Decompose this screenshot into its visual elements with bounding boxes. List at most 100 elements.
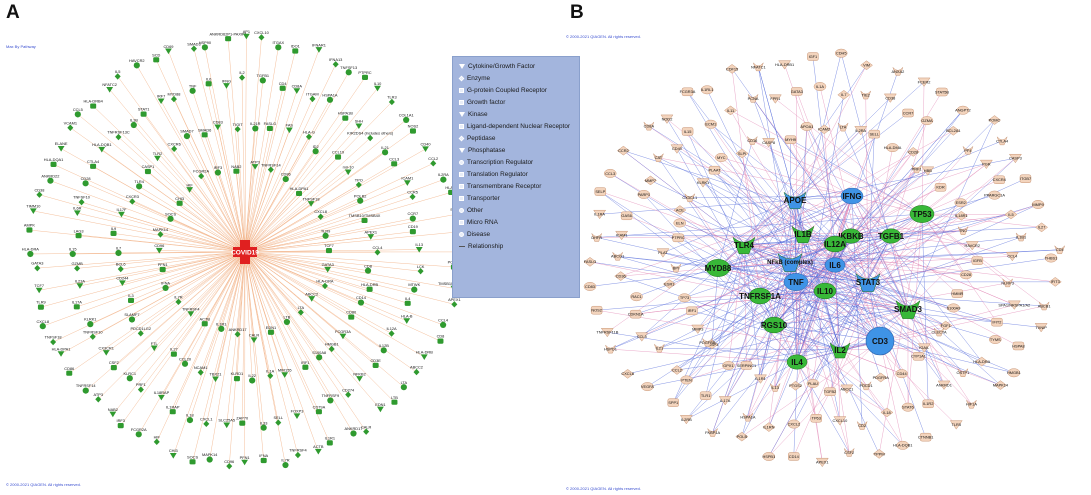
edge-a xyxy=(113,251,246,368)
edge-b xyxy=(824,290,982,362)
node-a-shape xyxy=(67,124,74,131)
node-b-label: ANGPT2 xyxy=(955,108,971,113)
node-b-label: HLA-DRA xyxy=(973,359,990,364)
node-b: IL1A xyxy=(813,82,827,91)
hub-node: IFNG xyxy=(840,187,864,205)
node-a-label: LTB xyxy=(391,395,398,400)
edge-b xyxy=(617,256,719,269)
edge-b xyxy=(627,308,909,375)
edge-a xyxy=(244,182,408,253)
edge-a xyxy=(244,77,366,253)
hub-shape xyxy=(865,326,895,356)
node-a: IL18 xyxy=(186,413,194,424)
hub-node: IL4 xyxy=(786,354,808,370)
node-a-shape xyxy=(89,333,96,340)
node-a-shape xyxy=(430,160,437,167)
node-a: TMSB10/TMSB4X xyxy=(349,213,381,224)
node-a: MIR155 xyxy=(278,367,292,378)
node-a-shape xyxy=(106,86,114,93)
node-a-shape xyxy=(364,267,372,274)
panel-b-corner-note: © 2000-2021 QIAGEN. All rights reserved. xyxy=(566,34,641,39)
hub-node: IL12A xyxy=(823,235,847,253)
edge-a xyxy=(244,125,360,253)
legend-label: Phosphatase xyxy=(468,146,506,154)
node-a: IL1R1 xyxy=(325,435,335,446)
node-a: LTB xyxy=(391,395,398,405)
node-b-shape xyxy=(1054,245,1065,255)
node-b: ITGB7 xyxy=(1019,174,1032,183)
node-a-shape xyxy=(348,314,355,320)
node-b-shape xyxy=(681,87,694,97)
node-a: GATA3 xyxy=(31,261,43,272)
node-a-shape xyxy=(201,132,208,138)
node-a-label: IL18RAP xyxy=(154,390,170,395)
node-a-label: CALR xyxy=(249,333,260,338)
edge-a xyxy=(244,200,361,253)
node-b: NLRP3 xyxy=(1001,278,1014,288)
node-a-shape xyxy=(175,298,182,306)
edge-a xyxy=(244,251,344,337)
node-b-shape xyxy=(614,271,628,281)
edge-b xyxy=(758,66,796,201)
edge-b xyxy=(717,140,753,269)
edge-a xyxy=(112,251,246,415)
node-a: HLA-DQA1 xyxy=(44,157,63,167)
node-a-shape xyxy=(314,448,322,455)
node-a: EDN1 xyxy=(375,402,386,413)
edge-a xyxy=(237,251,246,335)
node-b: IL21 xyxy=(654,344,665,353)
node-a-label: SMAD7 xyxy=(180,129,193,134)
node-a-label: SCD xyxy=(152,52,160,57)
node-a-label: ICAM1 xyxy=(401,175,413,180)
node-a: CD28 xyxy=(81,176,91,187)
node-a: TLR2 xyxy=(153,151,162,162)
node-b: SERPINC1 xyxy=(737,361,756,370)
panel-a-letter: A xyxy=(6,2,20,23)
node-a: PTPRC xyxy=(358,70,372,80)
node-a-shape xyxy=(76,283,84,289)
edge-a xyxy=(244,251,288,323)
node-a: TNFRSF10 xyxy=(83,329,103,340)
node-b: PPARGC1A xyxy=(984,190,1005,200)
edge-a xyxy=(244,251,306,368)
node-a-label: HIF xyxy=(187,182,194,187)
node-a-label: CTLA4 xyxy=(87,159,100,164)
node-b: TXNIP xyxy=(1034,323,1048,333)
node-b: CTNNB1 xyxy=(918,432,933,442)
node-a-shape xyxy=(37,304,44,310)
edge-b xyxy=(834,264,967,275)
node-a-label: NOS2 xyxy=(408,124,419,129)
node-a-shape xyxy=(381,149,389,156)
node-b: SLPI xyxy=(735,148,749,159)
edge-a xyxy=(244,251,349,395)
edge-b xyxy=(842,126,892,237)
node-a-shape xyxy=(275,44,282,51)
edge-a xyxy=(42,251,246,327)
node-a-label: IRF7 xyxy=(157,94,165,99)
legend-symbol-icon xyxy=(459,159,464,165)
hub-node: TGFB1 xyxy=(878,228,905,244)
node-a-label: TBX21 xyxy=(210,372,222,377)
legend-symbol-icon xyxy=(459,245,465,247)
node-a-shape xyxy=(206,456,213,463)
node-a: CXCL1 xyxy=(200,416,213,428)
hub-shape xyxy=(895,300,921,319)
node-a: ITGAM xyxy=(306,91,319,103)
node-a-shape xyxy=(57,351,65,357)
node-b-shape xyxy=(702,338,713,347)
node-a-shape xyxy=(305,133,312,141)
node-a-shape xyxy=(214,169,222,176)
node-a-shape xyxy=(135,431,142,438)
edge-a xyxy=(244,251,320,412)
node-a-label: ITGAM xyxy=(306,91,318,96)
node-a-shape xyxy=(241,459,249,466)
node-b-label: GPX1 xyxy=(723,363,733,368)
hub-shape xyxy=(880,228,902,244)
node-b: MYH9 xyxy=(784,135,797,144)
edge-a xyxy=(190,251,246,315)
node-a-label: IL7R xyxy=(174,294,182,299)
node-b-label: HLA-DQB1 xyxy=(893,443,912,448)
node-a: TBX21 xyxy=(210,372,222,383)
edge-a xyxy=(244,184,359,253)
